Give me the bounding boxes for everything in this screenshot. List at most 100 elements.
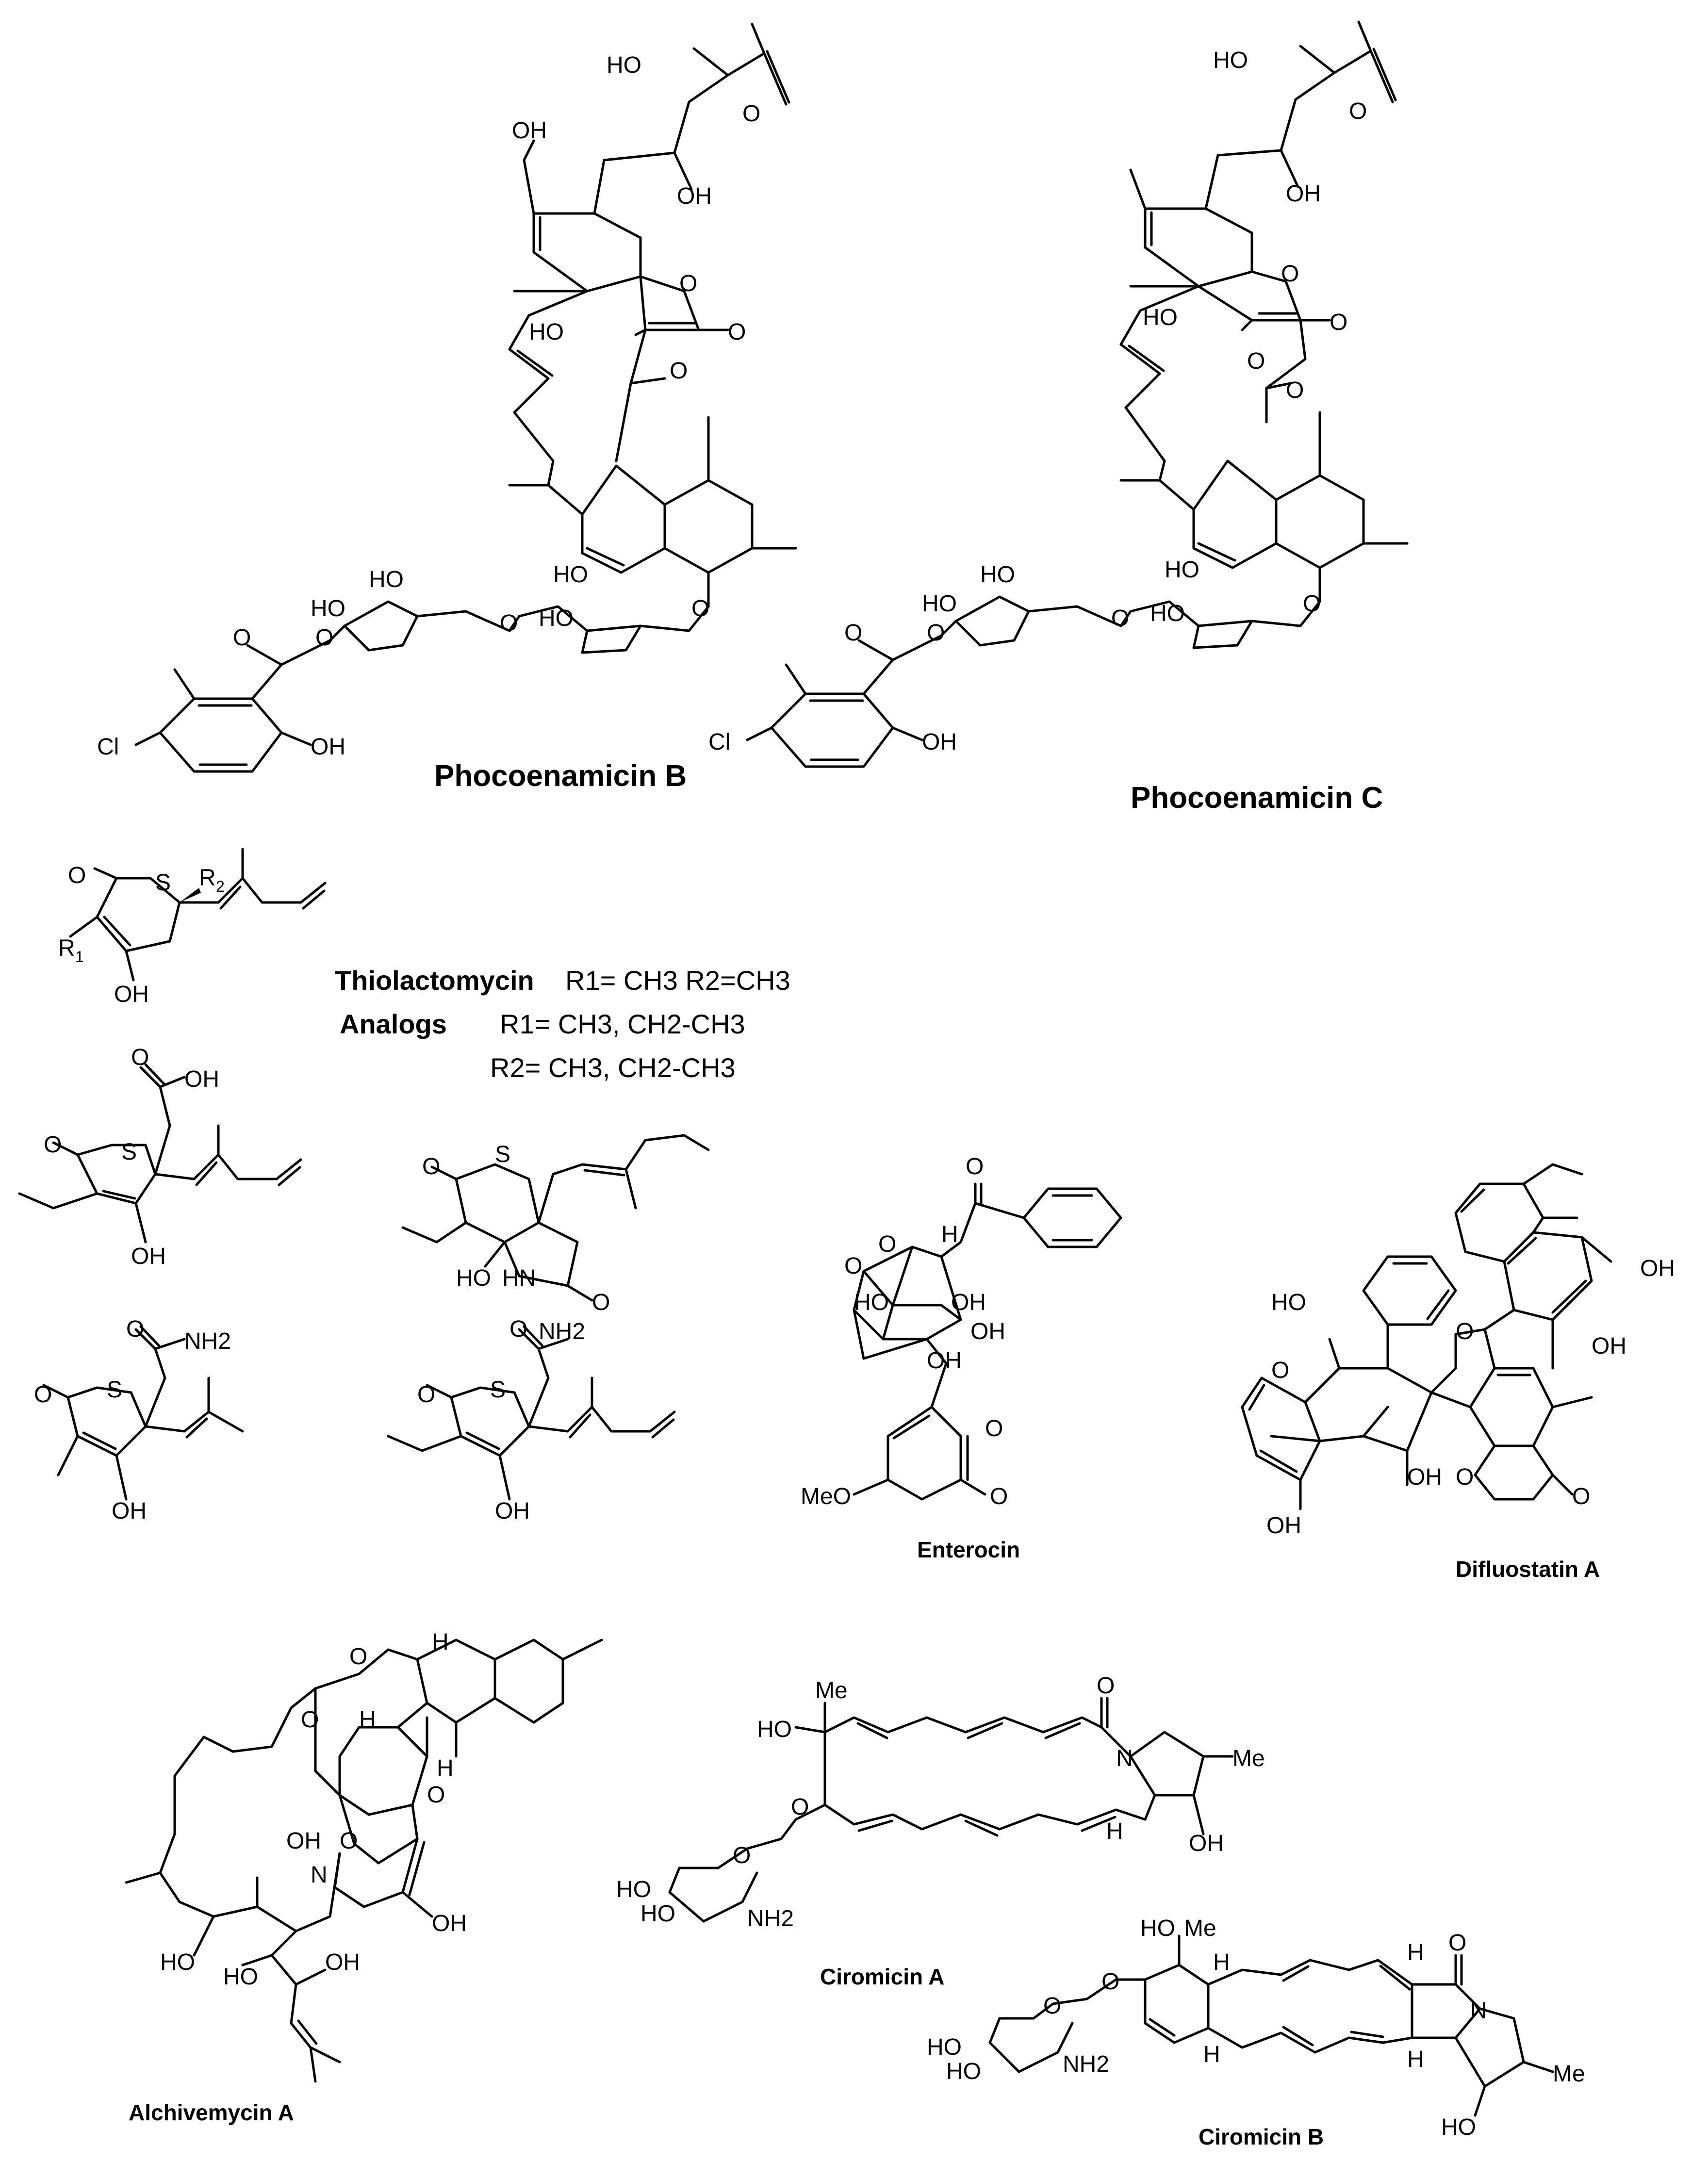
atom-label: HO bbox=[223, 1964, 258, 1990]
atom-label: Cl bbox=[708, 729, 730, 755]
atom-label: NH2 bbox=[1063, 2051, 1109, 2077]
atom-label: HO bbox=[616, 1877, 651, 1902]
atom-label: O bbox=[844, 1253, 862, 1279]
atom-label: S bbox=[121, 1139, 137, 1165]
atom-label: 1 bbox=[75, 948, 84, 966]
atom-label: O bbox=[422, 1154, 440, 1179]
atom-label: O bbox=[1271, 1358, 1289, 1383]
atom-label: OH bbox=[1286, 181, 1321, 207]
atom-label: O bbox=[1303, 591, 1321, 617]
atom-label: HO bbox=[1165, 557, 1199, 583]
analog-amide-diene: O S O NH2 OH bbox=[387, 1316, 676, 1524]
atom-label: Me bbox=[1184, 1916, 1216, 1941]
atom-label: O bbox=[728, 319, 746, 345]
atom-label: O bbox=[315, 625, 333, 651]
atom-label: O bbox=[34, 1382, 52, 1408]
atom-label: O bbox=[691, 596, 709, 622]
phocoenamicin-b-structure: HO OH OH O O O HO O O O O O HO HO HO HO … bbox=[97, 23, 797, 793]
compound-name: Ciromicin A bbox=[820, 1964, 944, 1989]
atom-label: OH bbox=[311, 734, 345, 760]
atom-label: OH bbox=[131, 1244, 166, 1269]
atom-label: O bbox=[1456, 1319, 1474, 1344]
atom-label: O bbox=[1456, 1464, 1474, 1490]
compound-name: Phocoenamicin C bbox=[1131, 781, 1383, 815]
atom-label: H bbox=[437, 1755, 454, 1781]
atom-label: O bbox=[791, 1794, 809, 1820]
atom-label: H bbox=[1407, 1940, 1424, 1965]
atom-label: HO bbox=[757, 1717, 792, 1742]
atom-label: H bbox=[1203, 2042, 1220, 2067]
atom-label: OH bbox=[512, 118, 547, 144]
atom-label: O bbox=[878, 1231, 896, 1257]
atom-label: O bbox=[966, 1154, 984, 1179]
atom-label: O bbox=[742, 101, 760, 127]
atom-label: OH bbox=[970, 1319, 1005, 1344]
atom-label: O bbox=[844, 620, 862, 646]
atom-label: HO bbox=[456, 1265, 491, 1291]
atom-label: O bbox=[1043, 1993, 1061, 2019]
atom-label: O bbox=[733, 1843, 751, 1868]
atom-label: HO bbox=[369, 567, 404, 592]
thiolactomycin-structure: O S R 2 R 1 OH Thiolactomycin R1= CH3 R2… bbox=[58, 848, 790, 1083]
compound-name: Enterocin bbox=[917, 1537, 1020, 1562]
phocoenamicin-c-structure: HO OH O O O HO O O O O O O HO HO HO HO C… bbox=[708, 20, 1409, 815]
atom-label: HO bbox=[1441, 2114, 1476, 2140]
atom-label: O bbox=[1286, 377, 1304, 403]
atom-label: O bbox=[44, 1132, 62, 1158]
atom-label: Cl bbox=[97, 734, 119, 760]
ciromicin-b-structure: HO Me H H O O NH2 HO HO H H O N Me HO Ci… bbox=[927, 1916, 1585, 2149]
atom-label: R bbox=[58, 935, 75, 961]
atom-label: HO bbox=[640, 1901, 675, 1927]
atom-label: O bbox=[500, 610, 518, 636]
compound-name: Difluostatin A bbox=[1456, 1556, 1600, 1582]
atom-label: OH bbox=[1189, 1831, 1224, 1856]
atom-label: Me bbox=[1553, 2061, 1585, 2087]
atom-label: HO bbox=[946, 2059, 981, 2084]
atom-label: O bbox=[1281, 261, 1299, 287]
atom-label: OH bbox=[112, 1498, 147, 1524]
atom-label: O bbox=[1349, 98, 1367, 124]
atom-label: HO bbox=[607, 52, 641, 78]
atom-label: O bbox=[1097, 1673, 1115, 1699]
atom-label: OH bbox=[922, 729, 957, 755]
atom-label: H bbox=[1213, 1949, 1230, 1975]
atom-label: OH bbox=[1266, 1513, 1301, 1539]
atom-label: HO bbox=[1150, 601, 1185, 626]
atom-label: HO bbox=[1140, 1916, 1175, 1941]
atom-label: O bbox=[340, 1828, 358, 1854]
atom-label: Me bbox=[815, 1678, 848, 1703]
atom-label: HO bbox=[160, 1949, 195, 1975]
compound-name: Alchivemycin A bbox=[129, 2100, 294, 2125]
atom-label: OH bbox=[114, 982, 149, 1007]
atom-label: S bbox=[495, 1142, 510, 1167]
compound-name: Phocoenamicin B bbox=[434, 759, 687, 793]
atom-label: OH bbox=[184, 1066, 219, 1092]
alchivemycin-a-structure: O O H H H O O OH N OH HO HO OH Alchivemy… bbox=[125, 1629, 603, 2125]
atom-label: N bbox=[1470, 1998, 1487, 2024]
atom-label: MeO bbox=[801, 1484, 851, 1509]
atom-label: O bbox=[1448, 1930, 1466, 1956]
atom-label: OH bbox=[1640, 1256, 1675, 1281]
atom-label: HO bbox=[854, 1290, 889, 1315]
ciromicin-a-structure: Me HO O O NH2 HO HO O N Me H OH Ciromici… bbox=[616, 1673, 1265, 1989]
atom-label: HO bbox=[1213, 48, 1248, 73]
atom-label: Me bbox=[1232, 1746, 1265, 1771]
atom-label: O bbox=[131, 1045, 149, 1070]
atom-label: OH bbox=[927, 1348, 962, 1374]
compound-name: Thiolactomycin bbox=[335, 965, 534, 996]
analogs-r1: R1= CH3, CH2-CH3 bbox=[500, 1009, 745, 1039]
atom-label: S bbox=[107, 1377, 122, 1403]
atom-label: 2 bbox=[216, 878, 225, 895]
atom-label: O bbox=[670, 358, 688, 384]
atom-label: HN bbox=[502, 1265, 536, 1291]
atom-label: H bbox=[941, 1222, 958, 1247]
atom-label: H bbox=[432, 1629, 449, 1655]
atom-label: O bbox=[592, 1290, 610, 1315]
atom-label: NH2 bbox=[184, 1328, 231, 1354]
atom-label: O bbox=[126, 1316, 144, 1342]
atom-label: HO bbox=[980, 562, 1015, 588]
atom-label: O bbox=[417, 1382, 435, 1408]
atom-label: OH bbox=[1592, 1333, 1626, 1359]
atom-label: O bbox=[679, 271, 697, 296]
